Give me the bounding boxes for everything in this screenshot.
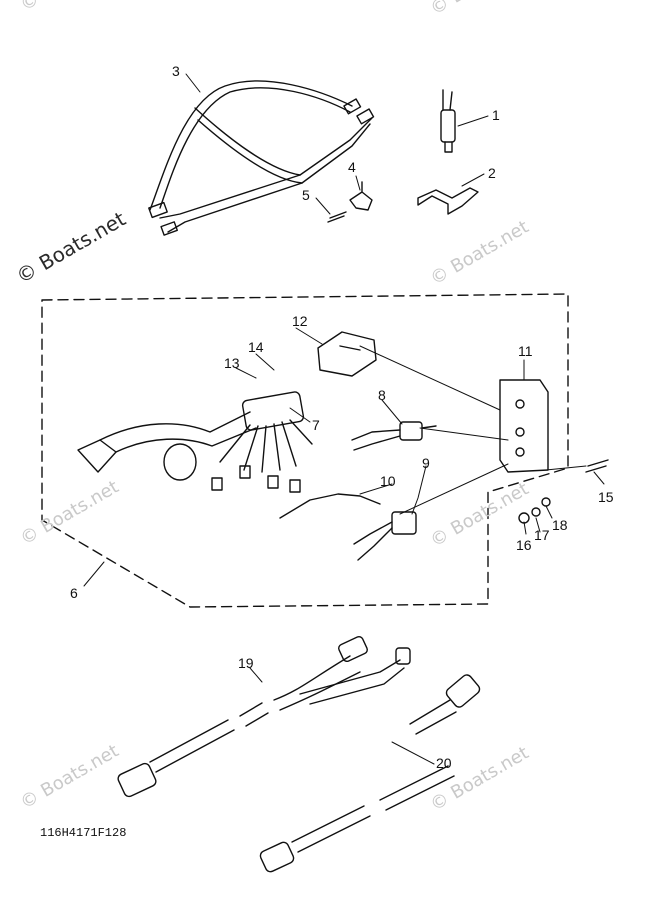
callout-14: 14 xyxy=(248,339,264,355)
callout-12: 12 xyxy=(292,313,308,329)
part-7-harness xyxy=(77,391,313,493)
callout-16: 16 xyxy=(516,537,532,553)
part-11-panel xyxy=(499,379,549,473)
part-17-washer xyxy=(531,507,541,517)
callout-13: 13 xyxy=(224,355,240,371)
assembly-boundary xyxy=(41,293,569,608)
part-5-bolt xyxy=(327,211,347,223)
callout-1: 1 xyxy=(492,107,500,123)
part-9-switch xyxy=(279,493,417,561)
callout-18: 18 xyxy=(552,517,568,533)
callout-2: 2 xyxy=(488,165,496,181)
part-18-washer xyxy=(541,497,551,507)
part-3-cable xyxy=(148,80,375,236)
diagram-code: 116H4171F128 xyxy=(40,826,127,840)
callout-19: 19 xyxy=(238,655,254,671)
part-4-clamp xyxy=(349,181,373,211)
callout-4: 4 xyxy=(348,159,356,175)
callout-5: 5 xyxy=(302,187,310,203)
callout-3: 3 xyxy=(172,63,180,79)
callout-9: 9 xyxy=(422,455,430,471)
callout-11: 11 xyxy=(518,343,533,359)
callout-8: 8 xyxy=(378,387,386,403)
callout-7: 7 xyxy=(312,417,320,433)
part-12-bracket xyxy=(317,331,377,377)
part-15-screw xyxy=(585,459,609,473)
callout-15: 15 xyxy=(598,489,614,505)
part-2-bracket xyxy=(417,187,479,215)
callout-10: 10 xyxy=(380,473,396,489)
part-20-cable xyxy=(259,674,481,873)
part-19-harness xyxy=(117,635,411,798)
callout-20: 20 xyxy=(436,755,452,771)
leader-lines xyxy=(83,73,605,765)
callout-17: 17 xyxy=(534,527,550,543)
part-1-sensor xyxy=(440,89,456,153)
callout-6: 6 xyxy=(70,585,78,601)
part-8-switch xyxy=(351,421,437,451)
